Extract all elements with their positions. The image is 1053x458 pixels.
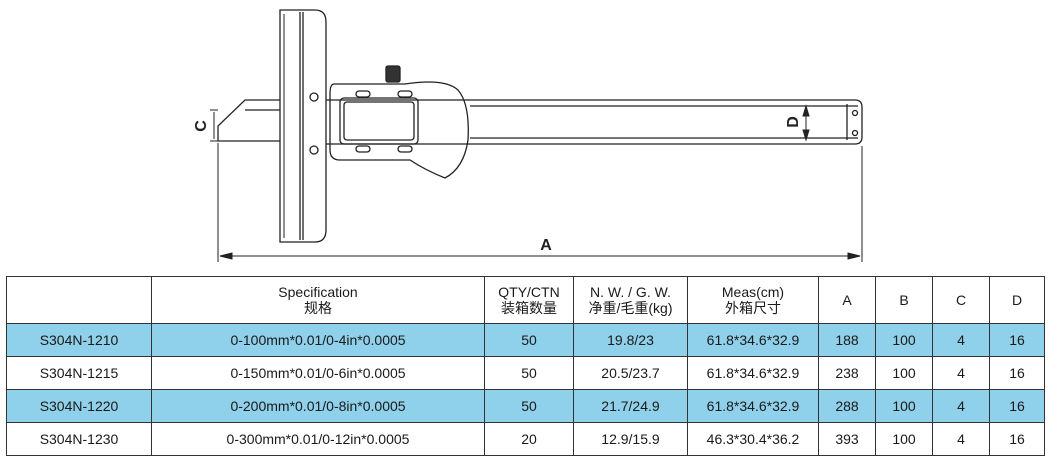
header-model [6,276,152,324]
thumb-knob [385,65,401,83]
cell-meas: 61.8*34.6*32.9 [687,389,819,423]
header-meas: Meas(cm)外箱尺寸 [687,276,819,324]
cell-d: 16 [989,356,1045,390]
cell-c: 4 [932,422,990,456]
cell-weight: 21.7/24.9 [573,389,688,423]
cell-c: 4 [932,323,990,357]
cell-qty: 50 [484,389,574,423]
cell-spec: 0-300mm*0.01/0-12in*0.0005 [151,422,485,456]
cell-meas: 61.8*34.6*32.9 [687,323,819,357]
dimension-c-label: C [193,120,210,132]
cell-a: 238 [818,356,876,390]
dimension-d-label: D [785,116,802,128]
cell-meas: 46.3*30.4*36.2 [687,422,819,456]
cell-model: S304N-1215 [6,356,152,390]
table-row: S304N-1220 0-200mm*0.01/0-8in*0.0005 50 … [6,389,1045,423]
caliper-body [329,81,469,179]
cell-a: 188 [818,323,876,357]
cell-weight: 12.9/15.9 [573,422,688,456]
cell-meas: 61.8*34.6*32.9 [687,356,819,390]
cell-model: S304N-1210 [6,323,152,357]
cell-b: 100 [875,356,933,390]
cell-weight: 20.5/23.7 [573,356,688,390]
cell-model: S304N-1220 [6,389,152,423]
cell-a: 393 [818,422,876,456]
header-d: D [989,276,1045,324]
cell-spec: 0-150mm*0.01/0-6in*0.0005 [151,356,485,390]
caliper-probe [217,99,280,142]
cell-c: 4 [932,356,990,390]
caliper-base [279,9,327,243]
cell-d: 16 [989,323,1045,357]
cell-qty: 50 [484,356,574,390]
cell-spec: 0-200mm*0.01/0-8in*0.0005 [151,389,485,423]
header-c: C [932,276,990,324]
header-b: B [875,276,933,324]
table-row: S304N-1210 0-100mm*0.01/0-4in*0.0005 50 … [6,323,1045,357]
cell-d: 16 [989,389,1045,423]
cell-weight: 19.8/23 [573,323,688,357]
cell-spec: 0-100mm*0.01/0-4in*0.0005 [151,323,485,357]
cell-b: 100 [875,389,933,423]
cell-qty: 20 [484,422,574,456]
table-row: S304N-1215 0-150mm*0.01/0-6in*0.0005 50 … [6,356,1045,390]
cell-qty: 50 [484,323,574,357]
table-row: S304N-1230 0-300mm*0.01/0-12in*0.0005 20… [6,422,1045,456]
header-a: A [818,276,876,324]
header-weight: N. W. / G. W.净重/毛重(kg) [573,276,688,324]
caliper-beam [326,99,863,145]
depth-caliper-drawing: A C D [193,9,863,262]
cell-model: S304N-1230 [6,422,152,456]
cell-b: 100 [875,323,933,357]
lcd-window [339,97,419,145]
cell-b: 100 [875,422,933,456]
cell-d: 16 [989,422,1045,456]
cell-a: 288 [818,389,876,423]
cell-c: 4 [932,389,990,423]
dimension-a-label: A [540,237,552,254]
